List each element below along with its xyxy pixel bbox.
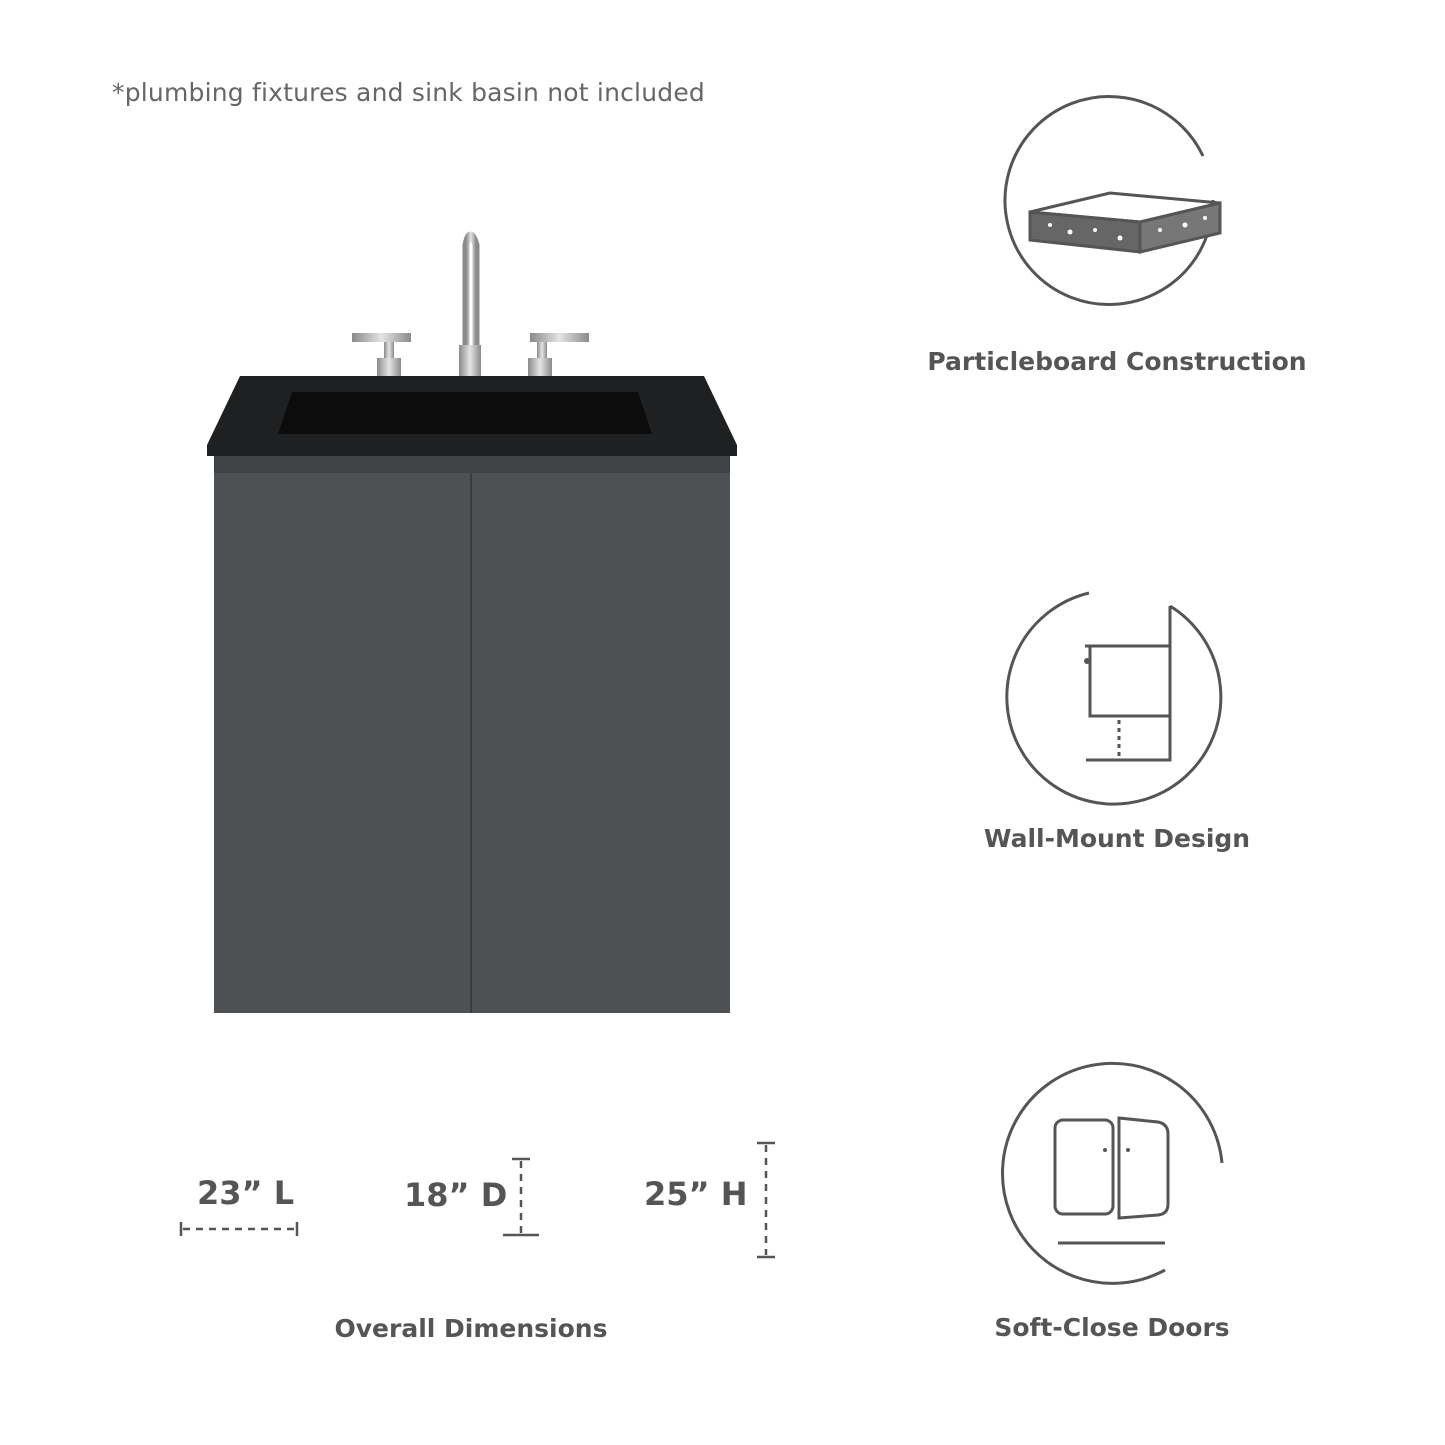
feature-label-particleboard: Particleboard Construction — [927, 347, 1307, 376]
height-marker-icon — [757, 1141, 775, 1259]
length-marker-icon — [179, 1222, 299, 1236]
feature-label-wall-mount: Wall-Mount Design — [983, 824, 1251, 853]
feature-label-soft-close: Soft-Close Doors — [994, 1313, 1230, 1342]
countertop — [207, 376, 737, 473]
dimensions-caption: Overall Dimensions — [334, 1314, 608, 1343]
depth-marker-icon — [503, 1157, 539, 1237]
dimension-height: 25” H — [644, 1175, 748, 1213]
disclaimer-text: *plumbing fixtures and sink basin not in… — [112, 78, 705, 107]
dimension-depth: 18” D — [404, 1176, 508, 1214]
cabinet — [214, 473, 730, 1013]
dimension-length: 23” L — [197, 1174, 295, 1212]
